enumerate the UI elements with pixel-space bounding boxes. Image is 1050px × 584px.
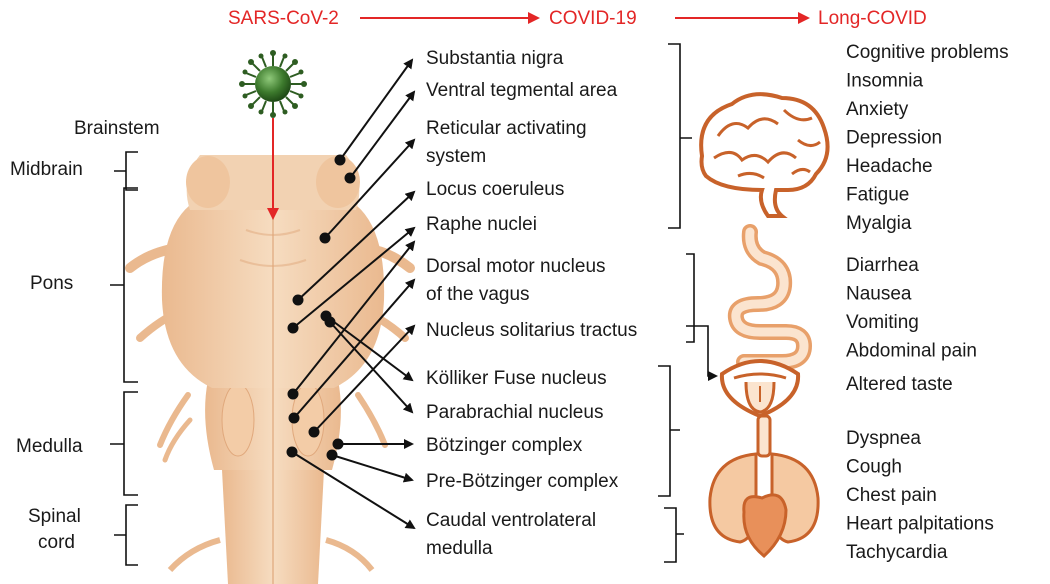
label-ventral-tegmental-area: Ventral tegmental area <box>426 80 618 101</box>
label-parabrachial: Parabrachial nucleus <box>426 402 603 423</box>
heart-lungs-icon <box>710 416 818 556</box>
label-pons: Pons <box>30 273 73 294</box>
symptom-cardio-4: Tachycardia <box>846 542 948 563</box>
region-brackets <box>110 152 138 565</box>
label-dmnv-line1: Dorsal motor nucleus <box>426 256 606 277</box>
symptom-neuro-3: Depression <box>846 128 942 149</box>
symptom-gi-3: Abdominal pain <box>846 341 977 362</box>
label-substantia-nigra: Substantia nigra <box>426 48 564 69</box>
label-cvlm-line1: Caudal ventrolateral <box>426 510 596 531</box>
label-ras-line1: Reticular activating <box>426 118 587 139</box>
header-covid-19: COVID-19 <box>549 8 637 29</box>
label-ras-line2: system <box>426 146 486 167</box>
symptom-neuro-0: Cognitive problems <box>846 42 1009 63</box>
brainstem-illustration <box>130 155 410 584</box>
symptom-gi-2: Vomiting <box>846 312 919 333</box>
symptoms-neuro: Cognitive problemsInsomniaAnxietyDepress… <box>846 42 1009 234</box>
label-brainstem: Brainstem <box>74 118 160 139</box>
brain-icon <box>701 94 827 216</box>
symptom-cardio-2: Chest pain <box>846 485 937 506</box>
symptom-cardio-0: Dyspnea <box>846 428 921 449</box>
label-dmnv-line2: of the vagus <box>426 284 530 305</box>
label-pre-botzinger: Pre-Bötzinger complex <box>426 471 619 492</box>
symptom-gi-1: Nausea <box>846 284 912 305</box>
label-cvlm-line2: medulla <box>426 538 493 559</box>
label-raphe-nuclei: Raphe nuclei <box>426 214 537 235</box>
label-nts: Nucleus solitarius tractus <box>426 320 637 341</box>
header-sars-cov-2: SARS-CoV-2 <box>228 8 339 29</box>
symptom-neuro-6: Myalgia <box>846 213 912 234</box>
symptom-gi-0: Diarrhea <box>846 255 919 276</box>
mouth-tongue-icon <box>722 361 798 416</box>
label-locus-coeruleus: Locus coeruleus <box>426 179 564 200</box>
label-botzinger: Bötzinger complex <box>426 435 583 456</box>
virus-icon <box>239 50 307 118</box>
label-spinal-line2: cord <box>38 532 75 553</box>
intestine-icon <box>736 232 804 362</box>
symptom-neuro-2: Anxiety <box>846 99 909 120</box>
symptom-cardio-3: Heart palpitations <box>846 514 994 535</box>
label-medulla: Medulla <box>16 436 83 457</box>
symptom-neuro-5: Fatigue <box>846 185 909 206</box>
symptom-cardio-1: Cough <box>846 457 902 478</box>
symptom-neuro-4: Headache <box>846 156 933 177</box>
symptoms-taste: Altered taste <box>846 374 953 395</box>
symptom-neuro-1: Insomnia <box>846 71 924 92</box>
label-spinal-line1: Spinal <box>28 506 81 527</box>
symptom-taste-0: Altered taste <box>846 374 953 395</box>
label-kolliker-fuse: Kölliker Fuse nucleus <box>426 368 607 389</box>
header-long-covid: Long-COVID <box>818 8 927 29</box>
label-midbrain: Midbrain <box>10 159 83 180</box>
